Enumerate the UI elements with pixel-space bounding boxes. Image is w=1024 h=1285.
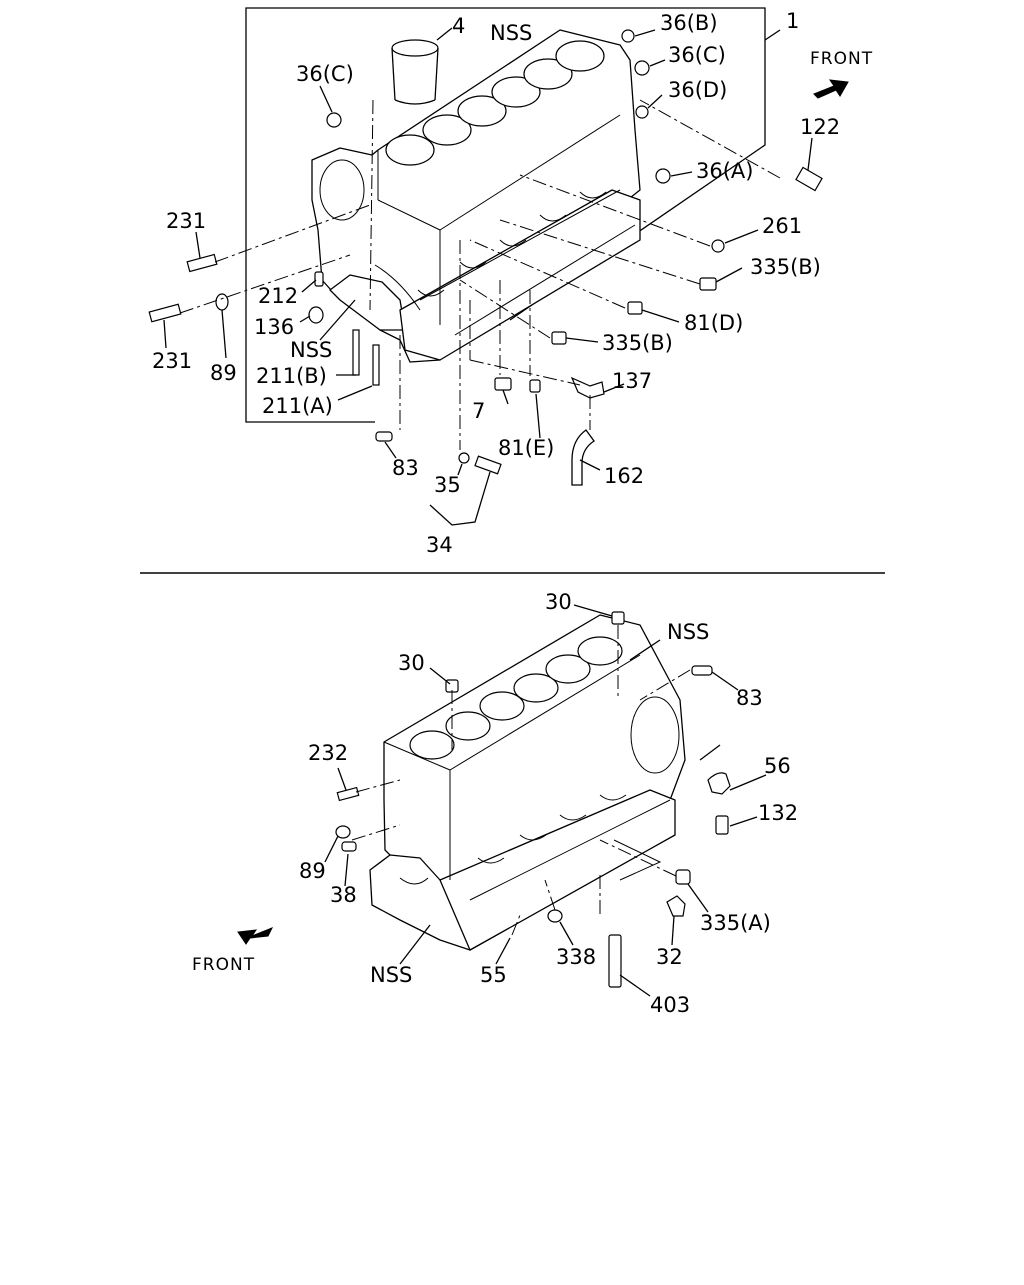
callout-232: 232 [308, 741, 348, 765]
callout-83-lower: 83 [736, 686, 763, 710]
callout-261: 261 [762, 214, 802, 238]
callout-36a: 36(A) [696, 159, 753, 183]
cylinder-liner [391, 27, 453, 105]
callout-136: 136 [254, 315, 294, 339]
callout-81d: 81(D) [684, 311, 743, 335]
callout-212: 212 [258, 284, 298, 308]
front-label-upper: FRONT [810, 49, 873, 69]
callout-56: 56 [764, 754, 791, 778]
callout-403: 403 [650, 993, 690, 1017]
callout-36b: 36(B) [660, 11, 718, 35]
cylinder-block-upper [311, 29, 641, 363]
front-label-lower: FRONT [192, 955, 255, 975]
callout-1: 1 [786, 9, 799, 33]
callout-30-a: 30 [545, 590, 572, 614]
callout-335b-right: 335(B) [750, 255, 821, 279]
callout-32: 32 [656, 945, 683, 969]
callout-335a: 335(A) [700, 911, 771, 935]
callout-338: 338 [556, 945, 596, 969]
callout-122: 122 [800, 115, 840, 139]
lower-assembly: 30 NSS 30 83 232 56 132 89 38 335(A) FRO… [192, 590, 798, 1017]
callout-7: 7 [472, 399, 485, 423]
callout-nss-mid: NSS [290, 338, 332, 362]
callout-211a: 211(A) [262, 394, 333, 418]
cylinder-block-lower [369, 614, 686, 951]
callout-nss-top: NSS [490, 21, 532, 45]
callout-231-b: 231 [152, 349, 192, 373]
callout-36d: 36(D) [668, 78, 727, 102]
callout-36c-right: 36(C) [668, 43, 726, 67]
callout-4: 4 [452, 14, 465, 38]
front-arrow-icon-lower [237, 927, 274, 945]
callout-nss-lower-top: NSS [667, 620, 709, 644]
callout-36c-left: 36(C) [296, 62, 354, 86]
callout-89: 89 [210, 361, 237, 385]
callout-81e: 81(E) [498, 436, 554, 460]
callout-231-a: 231 [166, 209, 206, 233]
callout-335b-center: 335(B) [602, 331, 673, 355]
callout-89-lower: 89 [299, 859, 326, 883]
callout-132: 132 [758, 801, 798, 825]
callout-211b: 211(B) [256, 364, 327, 388]
front-arrow-icon [813, 79, 849, 99]
callout-34: 34 [426, 533, 453, 557]
callout-162: 162 [604, 464, 644, 488]
callout-30-b: 30 [398, 651, 425, 675]
callout-38: 38 [330, 883, 357, 907]
callout-35: 35 [434, 473, 461, 497]
assembly-bracket [245, 7, 766, 423]
callout-nss-lower-bottom: NSS [370, 963, 412, 987]
callout-83: 83 [392, 456, 419, 480]
upper-assembly: 4 NSS 36(B) 1 36(C) 36(C) 36(D) FRONT 12… [148, 7, 873, 557]
callout-55: 55 [480, 963, 507, 987]
callout-137: 137 [612, 369, 652, 393]
